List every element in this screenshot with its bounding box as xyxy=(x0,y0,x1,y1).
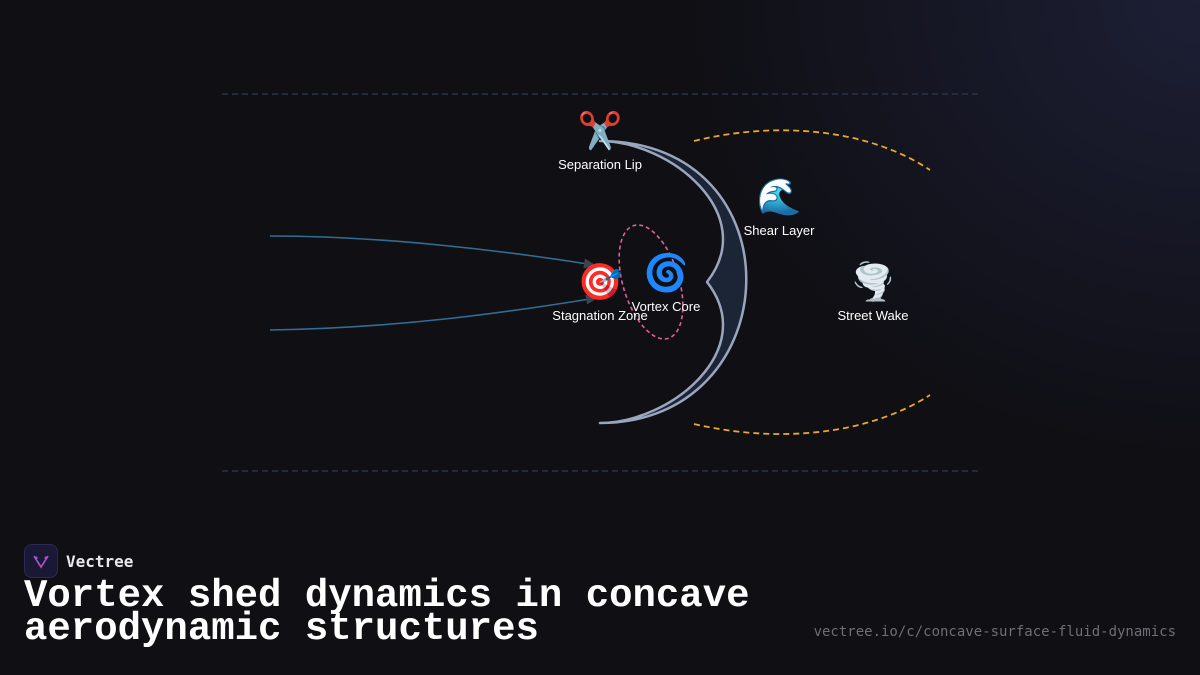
scissors-icon: ✂️ xyxy=(578,109,623,152)
vortex-loop xyxy=(618,224,684,340)
vortex-core-label: Vortex Core xyxy=(632,299,701,314)
wave-icon: 🌊 xyxy=(757,176,802,218)
page-title: Vortex shed dynamics in concave aerodyna… xyxy=(24,574,750,651)
node-separation-lip: ✂️ Separation Lip xyxy=(558,109,642,172)
upper-wake-boundary xyxy=(693,129,931,171)
lower-wake-boundary xyxy=(693,394,931,435)
node-stagnation-zone: 🎯 Stagnation Zone xyxy=(552,262,647,323)
stagnation-zone-label: Stagnation Zone xyxy=(552,308,647,323)
node-vortex-core: 🌀 Vortex Core xyxy=(632,251,701,314)
incoming-flow-lower xyxy=(269,294,598,331)
cyclone-icon: 🌀 xyxy=(644,251,689,294)
node-street-wake: 🌪️ Street Wake xyxy=(837,260,908,323)
vectree-logo-icon xyxy=(24,544,58,578)
concave-surface xyxy=(598,139,748,425)
street-wake-label: Street Wake xyxy=(837,308,908,323)
node-shear-layer: 🌊 Shear Layer xyxy=(744,176,815,238)
tornado-icon: 🌪️ xyxy=(851,260,896,303)
brand: Vectree xyxy=(24,544,133,578)
brand-name: Vectree xyxy=(66,551,134,571)
separation-lip-label: Separation Lip xyxy=(558,157,642,172)
incoming-flow-upper xyxy=(269,235,596,269)
source-url: vectree.io/c/concave-surface-fluid-dynam… xyxy=(813,624,1176,640)
shear-layer-label: Shear Layer xyxy=(744,223,815,238)
target-icon: 🎯 xyxy=(578,262,623,303)
